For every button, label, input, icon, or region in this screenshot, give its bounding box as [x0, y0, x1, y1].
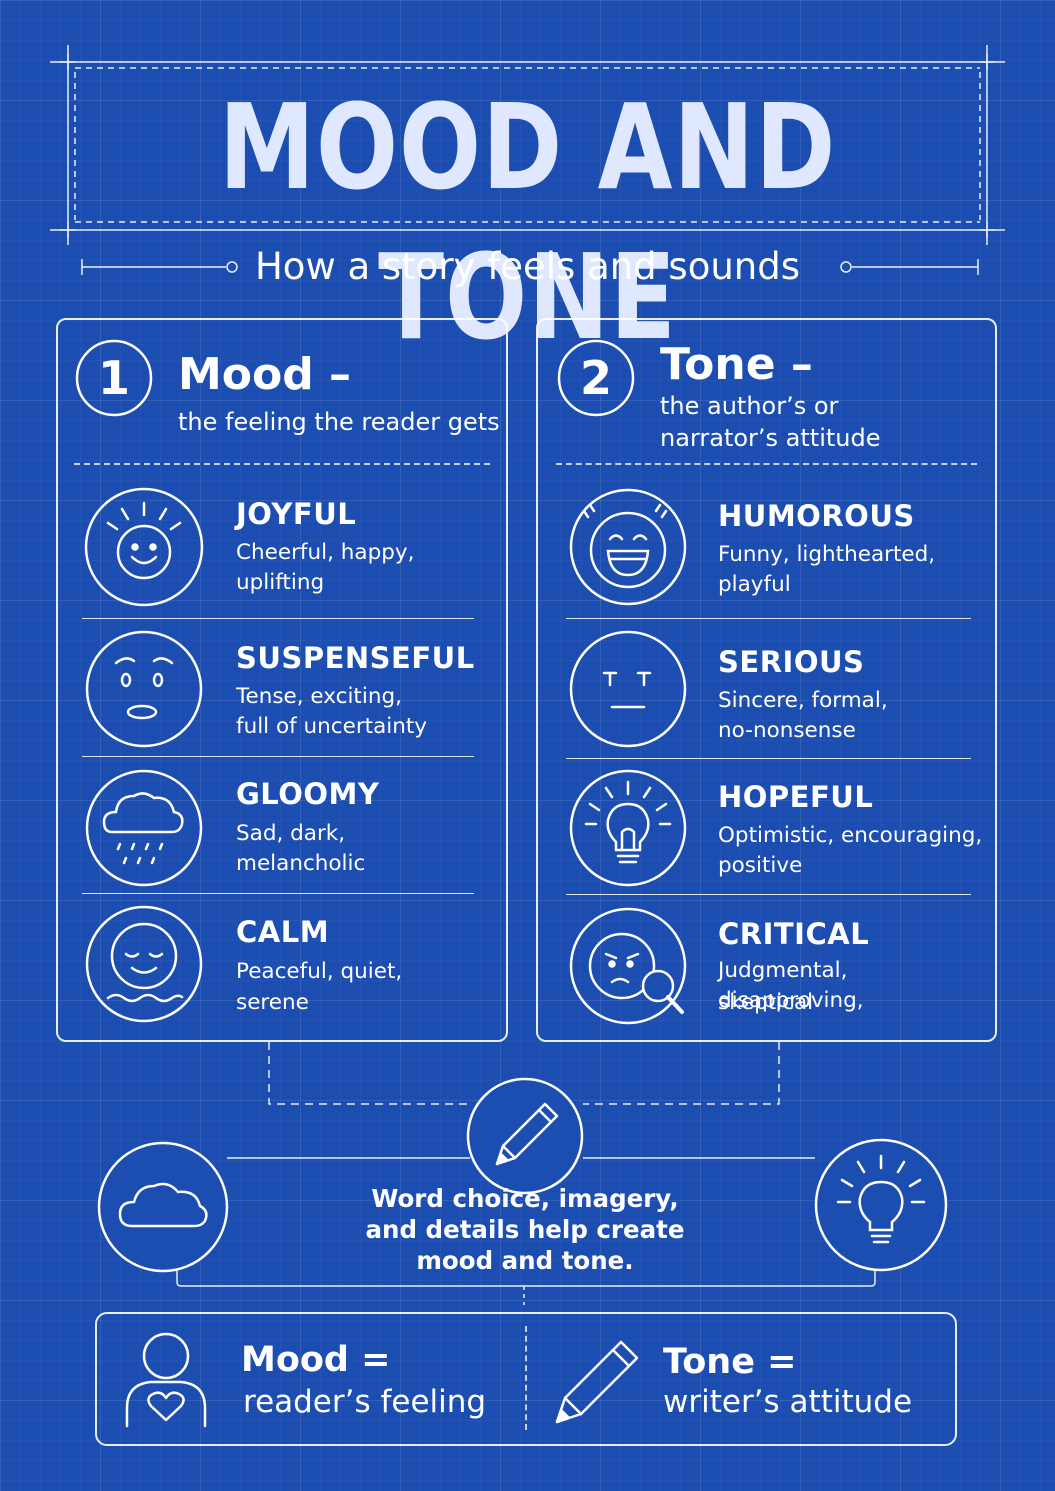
magnifier-face-icon: [569, 907, 687, 1025]
pencil-circle-icon: [466, 1077, 584, 1195]
summary-mood-head: Mood =: [241, 1340, 391, 1380]
item-desc: melancholic: [236, 851, 366, 876]
item-name: CRITICAL: [718, 917, 870, 951]
number-badge-1: [75, 339, 153, 417]
calm-face-icon: [85, 905, 203, 1023]
connector-line: mood and tone.: [416, 1246, 634, 1275]
page-title: MOOD AND TONE: [218, 78, 837, 366]
item-desc: Tense, exciting,: [236, 684, 402, 709]
mood-panel: 1 Mood – the feeling the reader gets JOY…: [56, 318, 508, 1042]
item-name: SERIOUS: [718, 645, 865, 679]
sun-face-icon: [84, 487, 204, 607]
cloud-icon: [97, 1141, 229, 1273]
summary-tone-sub: writer’s attitude: [663, 1384, 913, 1420]
item-name: JOYFUL: [236, 497, 357, 531]
divider: [74, 463, 490, 465]
tone-subheading: the author’s or: [660, 392, 839, 420]
item-name: HUMOROUS: [718, 499, 915, 533]
divider: [82, 756, 474, 757]
item-desc: serene: [236, 990, 309, 1015]
item-desc: playful: [718, 572, 791, 597]
item-name: HOPEFUL: [718, 780, 874, 814]
item-desc: Peaceful, quiet,: [236, 959, 403, 984]
divider: [82, 893, 474, 894]
tone-subheading: narrator’s attitude: [660, 424, 881, 452]
tone-heading: Tone –: [660, 339, 813, 390]
item-desc: Judgmental, disapproving,: [718, 958, 864, 1013]
pencil-icon: [555, 1340, 639, 1424]
item-name: GLOOMY: [236, 777, 380, 811]
item-desc: Optimistic, encouraging,: [718, 823, 983, 848]
item-desc: Cheerful, happy,: [236, 540, 415, 565]
rain-cloud-icon: [85, 769, 203, 887]
item-desc: full of uncertainty: [236, 714, 428, 739]
lightbulb-circle-icon: [814, 1138, 948, 1272]
mood-heading: Mood –: [178, 349, 352, 400]
item-desc: uplifting: [236, 570, 325, 595]
connector-text: Word choice, imagery, and details help c…: [330, 1183, 720, 1276]
mood-subheading: the feeling the reader gets: [178, 408, 500, 436]
item-desc: Funny, lighthearted,: [718, 542, 936, 567]
connector-line: and details help create: [365, 1215, 685, 1244]
item-desc: Sincere, formal,: [718, 688, 888, 713]
item-desc: positive: [718, 853, 803, 878]
worried-face-icon: [85, 630, 203, 748]
summary-mood-sub: reader’s feeling: [243, 1384, 487, 1420]
item-desc: no-nonsense: [718, 718, 856, 743]
tone-panel: 2 Tone – the author’s or narrator’s atti…: [536, 318, 997, 1042]
page-subtitle: How a story feels and sounds: [254, 245, 801, 288]
item-desc: skeptical: [718, 990, 814, 1015]
divider: [566, 894, 971, 895]
divider: [82, 618, 474, 619]
summary-divider: [525, 1326, 527, 1430]
number-badge-2: [557, 339, 635, 417]
connector-line: Word choice, imagery,: [371, 1184, 679, 1213]
item-name: CALM: [236, 915, 330, 949]
person-heart-icon: [125, 1332, 207, 1428]
serious-face-icon: [569, 630, 687, 748]
laughing-face-icon: [569, 488, 687, 606]
divider: [556, 463, 977, 465]
mood-number: 1: [97, 351, 130, 405]
tone-number: 2: [579, 351, 612, 405]
summary-box: Mood = reader’s feeling Tone = writer’s …: [95, 1312, 957, 1446]
divider: [566, 758, 971, 759]
item-name: SUSPENSEFUL: [236, 641, 475, 675]
item-desc: Sad, dark,: [236, 821, 346, 846]
lightbulb-icon: [569, 769, 687, 887]
summary-tone-head: Tone =: [663, 1342, 797, 1382]
divider: [566, 618, 971, 619]
